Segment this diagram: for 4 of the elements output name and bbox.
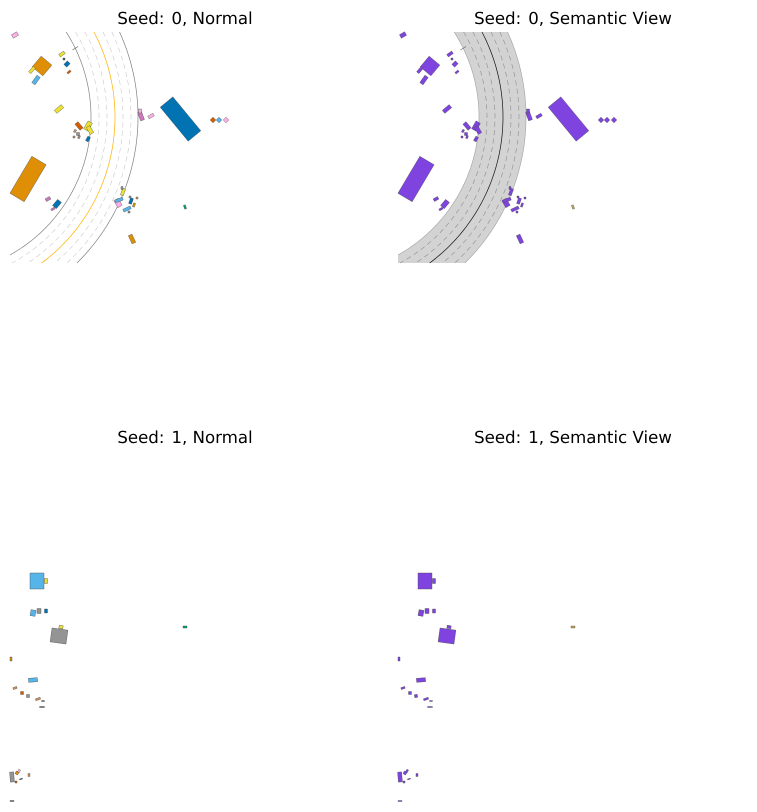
- panel-title: Seed: 1, Normal: [118, 430, 252, 445]
- panel-title: Seed: 0, Semantic View: [475, 11, 672, 26]
- panel-title: Seed: 1, Semantic View: [475, 430, 672, 445]
- panel-title: Seed: 0, Normal: [118, 11, 252, 26]
